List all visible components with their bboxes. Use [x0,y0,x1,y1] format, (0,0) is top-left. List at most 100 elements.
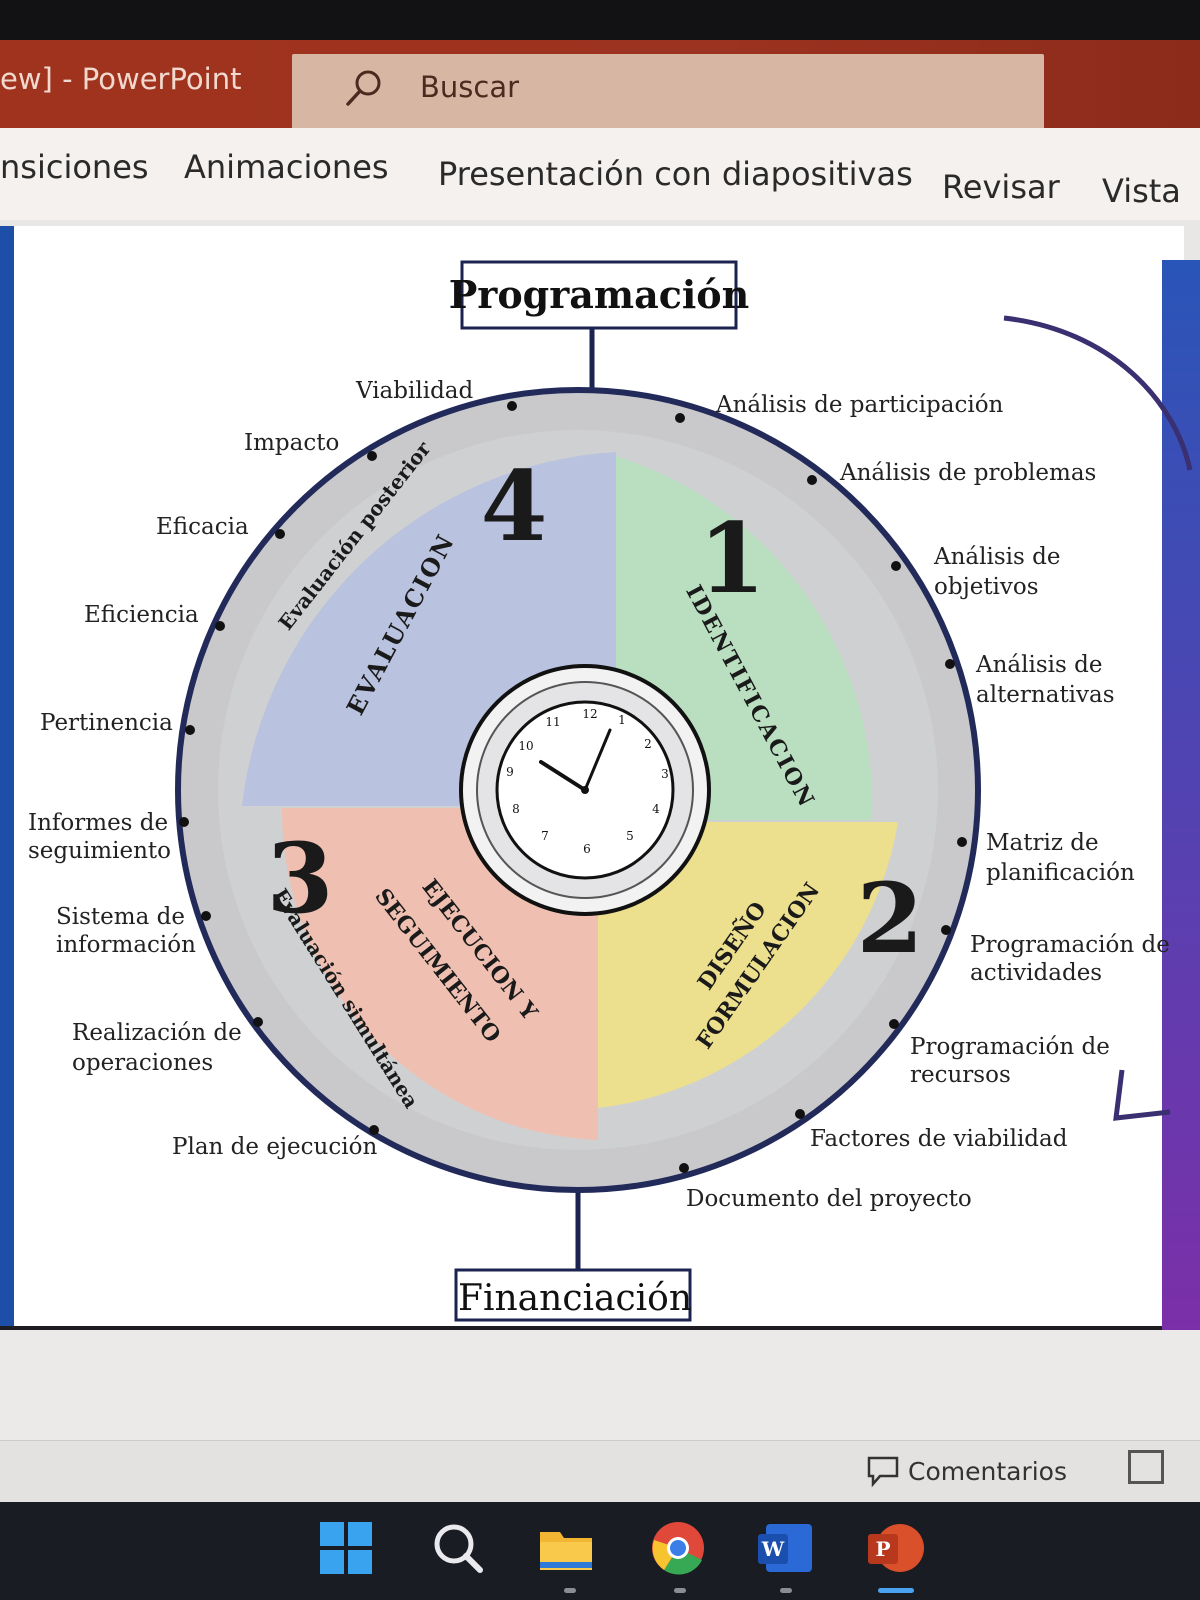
dot-analisis-participacion [675,413,685,423]
powerpoint-icon[interactable]: P [866,1518,926,1578]
curved-arrow [1003,315,1193,471]
box-programacion-label: Programación [449,272,750,317]
box-programacion [460,260,738,330]
clock-8: 8 [512,802,520,816]
clock-11: 11 [545,715,560,729]
ribbon-tabs [0,128,1200,222]
label-analisis-alternativas-1: Análisis de [975,652,1102,678]
dot-pertinencia [185,725,195,735]
explorer-running-indicator [564,1588,576,1593]
comments-button[interactable]: Comentarios [866,1452,1067,1490]
box-financiacion [454,1268,692,1322]
chrome-icon[interactable] [648,1518,708,1578]
comments-label: Comentarios [908,1456,1067,1486]
clock-numbers: 12 1 2 3 4 5 6 7 8 9 10 11 [506,707,669,856]
clock-4: 4 [652,802,660,816]
word-letter: W [761,1537,785,1561]
label-eficacia: Eficacia [156,514,249,540]
tab-transiciones[interactable]: nsiciones [0,148,149,186]
dot-prog-actividades [941,925,951,935]
taskbar-search-icon[interactable] [428,1518,488,1578]
comment-icon [867,1456,899,1488]
clock-3: 3 [661,767,669,781]
search-box[interactable] [292,54,1044,140]
ppt-letter: P [875,1537,890,1561]
clock-1: 1 [618,713,626,727]
label-impacto: Impacto [244,430,339,456]
project-cycle-diagram: 12 1 2 3 4 5 6 7 8 9 10 11 1 2 3 4 IDENT… [28,260,1193,1322]
tab-animaciones[interactable]: Animaciones [184,148,389,186]
quadrant-number-4: 4 [481,450,548,563]
clock-minute-hand [583,728,612,792]
label-analisis-problemas: Análisis de problemas [839,460,1096,486]
status-bar [0,1440,1200,1503]
label-informes-1: Informes de [28,810,168,836]
clock-hour-hand [539,760,587,792]
clock-5: 5 [626,829,634,843]
dot-realizacion [253,1017,263,1027]
dot-sistema [201,911,211,921]
dot-prog-recursos [889,1019,899,1029]
label-sistema-1: Sistema de [56,904,185,930]
label-pertinencia: Pertinencia [40,710,173,736]
dot-impacto [367,451,377,461]
dot-plan [369,1125,379,1135]
file-explorer-icon[interactable] [536,1518,596,1578]
clock-10: 10 [518,739,533,753]
windows-start-icon[interactable] [316,1518,376,1578]
dot-analisis-problemas [807,475,817,485]
label-eficiencia: Eficiencia [84,602,199,628]
quadrant-diseno [598,822,898,1108]
label-prog-recursos-2: recursos [910,1062,1011,1088]
dot-documento [679,1163,689,1173]
dot-eficacia [275,529,285,539]
word-running-indicator [780,1588,792,1593]
clock-2: 2 [644,737,652,751]
search-placeholder[interactable]: Buscar [420,70,520,104]
label-analisis-participacion: Análisis de participación [715,392,1004,418]
quadrant-number-3: 3 [267,822,334,935]
ring-dots [179,401,967,1173]
label-analisis-objetivos-1: Análisis de [933,544,1060,570]
chrome-running-indicator [674,1588,686,1593]
box-financiacion-label: Financiación [458,1278,692,1319]
normal-view-icon[interactable] [1128,1450,1164,1484]
label-sistema-2: información [56,932,196,958]
tab-revisar[interactable]: Revisar [942,168,1060,206]
label-prog-actividades-1: Programación de [970,932,1170,958]
dot-informes [179,817,189,827]
tab-presentacion[interactable]: Presentación con diapositivas [438,155,913,193]
taskbar [0,1502,1200,1600]
label-viabilidad: Viabilidad [355,378,474,404]
slide-accent-left [0,226,14,1326]
label-prog-recursos-1: Programación de [910,1034,1110,1060]
notes-area[interactable] [0,1330,1200,1440]
label-realizacion-2: operaciones [72,1050,213,1076]
dot-eficiencia [215,621,225,631]
dot-analisis-objetivos [891,561,901,571]
label-prog-actividades-2: actividades [970,960,1102,986]
label-plan: Plan de ejecución [172,1134,377,1160]
dot-matriz [957,837,967,847]
clock-12: 12 [582,707,597,721]
word-icon[interactable]: W [756,1518,816,1578]
outer-labels: Viabilidad Análisis de participación Imp… [28,378,1170,1212]
label-analisis-alternativas-2: alternativas [976,682,1115,708]
label-factores: Factores de viabilidad [810,1126,1068,1152]
arrow-head [1113,1069,1171,1121]
search-icon[interactable] [342,66,386,110]
label-realizacion-1: Realización de [72,1020,242,1046]
label-matriz-2: planificación [986,860,1135,886]
quadrant-number-1: 1 [699,502,766,615]
label-informes-2: seguimiento [28,838,171,864]
clock-7: 7 [541,829,549,843]
monitor-bezel [0,0,1200,40]
powerpoint-active-indicator [878,1588,914,1593]
label-documento: Documento del proyecto [686,1186,972,1212]
window-title: ew] - PowerPoint [0,62,242,96]
dot-factores [795,1109,805,1119]
tab-vista[interactable]: Vista [1102,172,1181,210]
label-matriz-1: Matriz de [986,830,1099,856]
clock-6: 6 [583,842,591,856]
